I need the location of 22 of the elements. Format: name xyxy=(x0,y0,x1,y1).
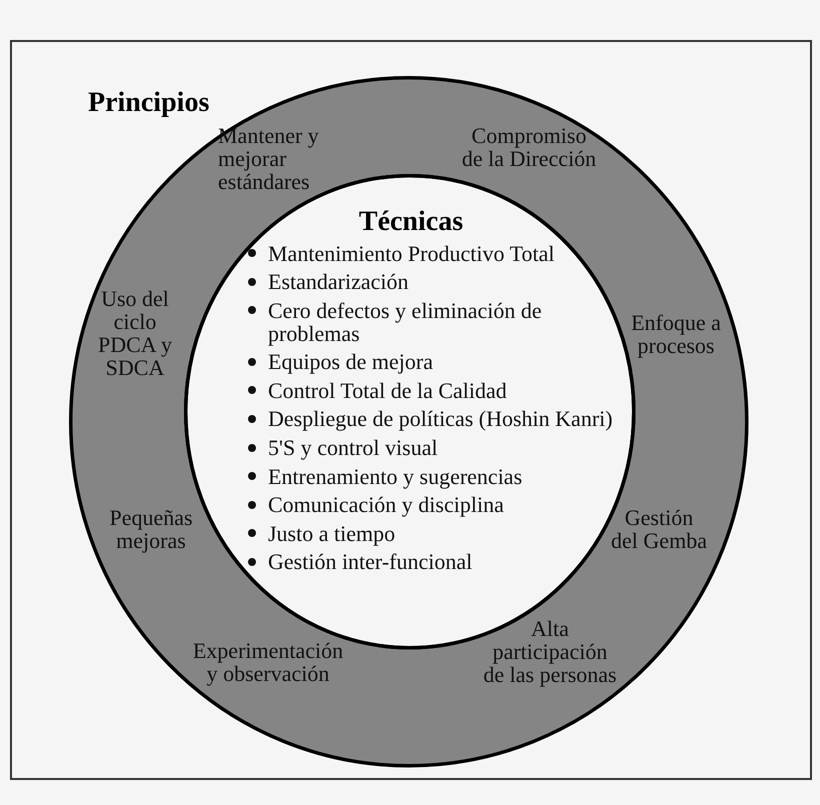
list-item-text: Comunicación y disciplina xyxy=(268,493,504,516)
principle-label: Alta participación de las personas xyxy=(482,616,618,686)
principle-label: Uso del ciclo PDCA y SDCA xyxy=(97,286,173,378)
principle-label: Mantener y mejorar estándares xyxy=(218,124,320,192)
list-item-text: 5'S y control visual xyxy=(268,436,438,460)
principle-label: Pequeñas mejoras xyxy=(108,506,194,552)
list-item-text: Despliegue de políticas (Hoshin Kanri) xyxy=(268,407,613,430)
section-heading: Principios xyxy=(88,88,210,118)
principle-label: Gestión del Gemba xyxy=(610,506,708,552)
principle-label: Compromiso de la Dirección xyxy=(460,124,598,170)
list-item-text: Gestión inter-funcional xyxy=(268,550,472,574)
list-item-text: Justo a tiempo xyxy=(268,522,396,545)
list-item-text: Equipos de mejora xyxy=(268,350,433,374)
list-item-text: Control Total de la Calidad xyxy=(268,378,507,402)
list-item-text: Estandarización xyxy=(268,270,408,294)
list-item-text: Cero defectos y eliminación de problemas xyxy=(268,298,543,345)
list-item-text: Entrenamiento y sugerencias xyxy=(268,464,522,488)
list-item-text: Mantenimiento Productivo Total xyxy=(268,242,554,264)
ring-band xyxy=(69,76,749,768)
principle-label: Enfoque a procesos xyxy=(630,310,722,356)
principle-label: Experimentación y observación xyxy=(192,638,344,684)
section-heading: Técnicas xyxy=(358,207,464,237)
